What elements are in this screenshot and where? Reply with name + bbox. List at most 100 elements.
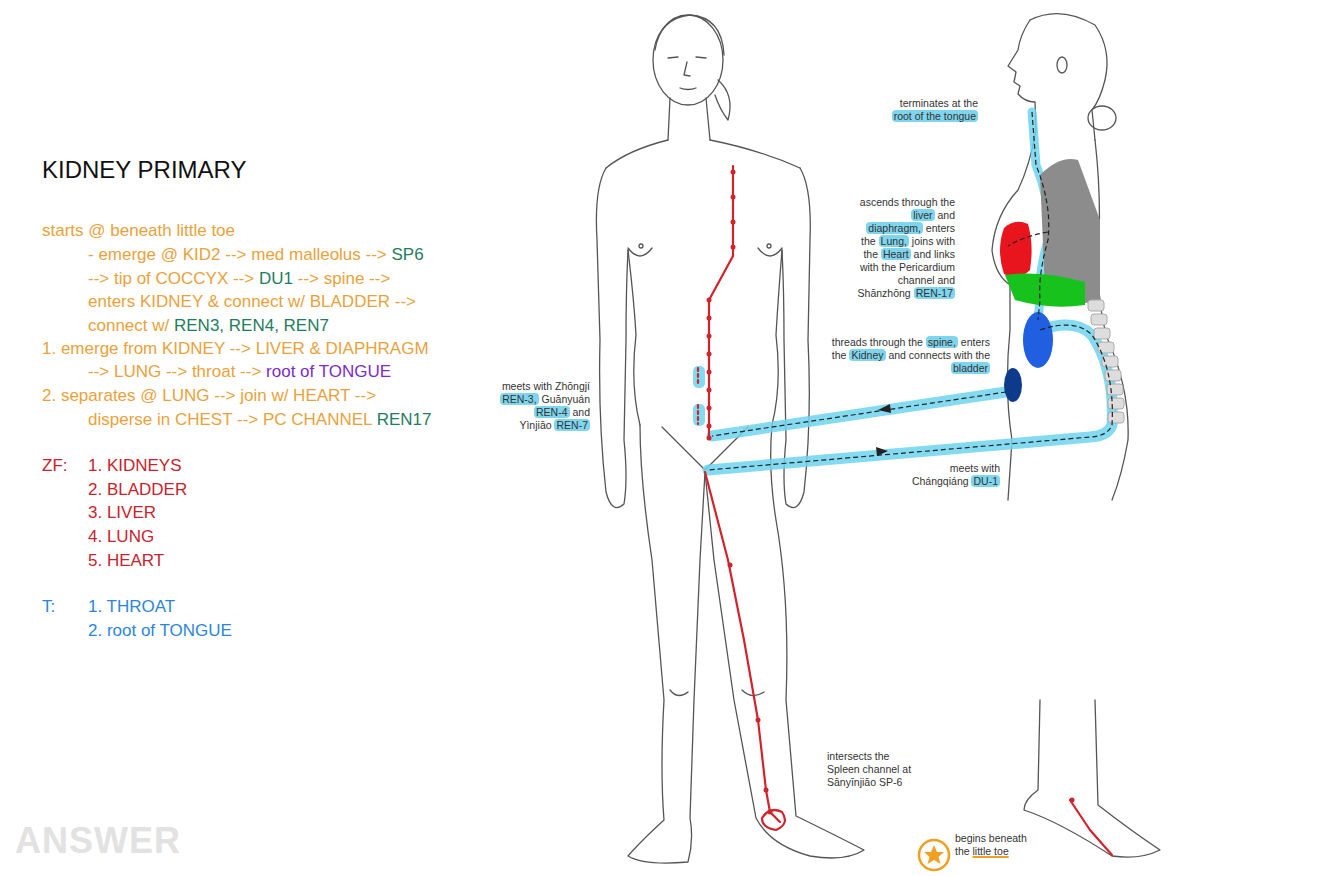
watermark: ANSWER xyxy=(15,820,181,862)
organ-part xyxy=(1005,274,1085,307)
note-text: 2. separates @ LUNG --> join w/ HEART --… xyxy=(42,386,376,405)
note-line: connect w/ REN3, REN4, REN7 xyxy=(88,316,329,336)
callout-note: terminates at the root of the tongue xyxy=(868,97,978,123)
note-text: 4. LUNG xyxy=(88,527,154,546)
spine-vertebra-part xyxy=(1107,384,1123,395)
callout-note: threads through the spine, enters the Ki… xyxy=(825,336,990,375)
callout-note: ascends through the liver and diaphragm,… xyxy=(855,196,955,300)
note-text: --> tip of COCCYX --> xyxy=(88,269,254,288)
front-figure xyxy=(596,15,864,863)
highlight-term: Kidney xyxy=(849,349,885,361)
acupoint-dot-part xyxy=(707,370,712,375)
callout-text: meets with Zhōngjí xyxy=(502,380,590,392)
start-icon-part xyxy=(919,840,949,870)
highlight-term: Heart xyxy=(881,248,911,260)
front-figure-part xyxy=(715,80,730,120)
acupoint-dot xyxy=(707,170,1075,815)
highlight-term: spine, xyxy=(926,336,958,348)
note-line: --> tip of COCCYX --> DU1 --> spine --> xyxy=(88,269,390,289)
callout-text: threads through the xyxy=(832,336,923,348)
highlight-term: DU-1 xyxy=(971,475,1000,487)
front-figure-part xyxy=(628,248,782,256)
note-text: enters KIDNEY & connect w/ BLADDER --> xyxy=(88,292,416,311)
callout-note: intersects the Spleen channel at Sānyīnj… xyxy=(827,750,922,789)
callout-text: Guānyuán xyxy=(542,393,590,405)
kidney-channel xyxy=(698,166,1112,855)
highlight-term: bladder xyxy=(951,362,990,374)
side-figure-part xyxy=(1024,700,1160,857)
start-icon xyxy=(919,840,949,870)
front-figure-part xyxy=(628,425,705,863)
note-text: SP6 xyxy=(392,245,424,264)
acupoint-dot-part xyxy=(731,170,736,175)
front-figure-part xyxy=(684,62,690,76)
spine-vertebra-part xyxy=(1091,314,1107,325)
note-line: - emerge @ KID2 --> med malleolus --> SP… xyxy=(88,245,424,265)
callout-note: begins beneath the little toe xyxy=(955,832,1035,858)
spine-vertebra-part xyxy=(1108,398,1124,409)
acupoint-dot-part xyxy=(707,352,712,357)
acupoint-dot-part xyxy=(707,334,712,339)
callout-text: and xyxy=(937,209,955,221)
note-text: T: xyxy=(42,597,55,616)
front-figure-part xyxy=(767,244,771,248)
channel-band-part xyxy=(712,392,1006,436)
note-line: 2. separates @ LUNG --> join w/ HEART --… xyxy=(42,386,376,406)
front-figure-part xyxy=(596,168,628,508)
note-line: 2. BLADDER xyxy=(88,480,187,500)
acupoint-dot-part xyxy=(707,316,712,321)
note-text: 5. HEART xyxy=(88,551,164,570)
acupoint-dot-part xyxy=(707,424,712,429)
front-figure-part xyxy=(670,690,764,696)
acupoint-dot-part xyxy=(707,436,712,441)
pathway-arrowhead-part xyxy=(876,447,888,456)
spine-vertebra-part xyxy=(1088,300,1104,311)
front-figure-part xyxy=(639,244,643,248)
acupoint-dot-part xyxy=(756,718,761,723)
note-text: DU1 xyxy=(259,269,293,288)
note-text: disperse in CHEST --> PC CHANNEL xyxy=(88,410,372,429)
note-text: 2. BLADDER xyxy=(88,480,187,499)
kidney-channel-part xyxy=(762,810,785,830)
front-figure-part xyxy=(655,15,724,55)
note-line: 5. HEART xyxy=(88,551,164,571)
note-text: 2. root of TONGUE xyxy=(88,621,232,640)
front-figure-part xyxy=(705,425,864,858)
acupoint-dot-part xyxy=(768,810,773,815)
note-text: ZF: xyxy=(42,456,68,475)
note-text: connect w/ xyxy=(88,316,169,335)
callout-note: meets with Chángqiáng DU-1 xyxy=(900,462,1000,488)
spine-vertebra xyxy=(1088,300,1124,423)
pathway-dash-part xyxy=(1032,112,1049,320)
front-figure-part xyxy=(653,15,723,105)
acupoint-dot-part xyxy=(731,195,736,200)
acupoint-dot-part xyxy=(728,563,733,568)
note-text: REN3, REN4, REN7 xyxy=(174,316,329,335)
acupoint-dot-part xyxy=(1070,798,1075,803)
front-figure-part xyxy=(680,88,696,90)
callout-text: intersects the Spleen channel at Sānyīnj… xyxy=(827,750,911,788)
note-text: --> LUNG --> throat --> xyxy=(88,362,261,381)
note-line: 4. LUNG xyxy=(88,527,154,547)
front-figure-part xyxy=(628,250,640,425)
acupoint-dot-part xyxy=(707,406,712,411)
pathway-arrowhead-part xyxy=(878,404,891,413)
highlight-term: REN-17 xyxy=(914,287,955,299)
front-figure-part xyxy=(668,98,710,140)
acupoint-dot-part xyxy=(731,245,736,250)
note-text: root of TONGUE xyxy=(266,362,391,381)
pathway-dash xyxy=(708,112,1112,470)
kidney-channel-part xyxy=(1070,800,1112,855)
side-figure-part xyxy=(1057,57,1067,73)
pathway-dash-part xyxy=(708,325,1112,470)
kidney-channel-part xyxy=(709,166,733,438)
note-line: --> LUNG --> throat --> root of TONGUE xyxy=(88,362,391,382)
spine-vertebra-part xyxy=(1094,328,1110,339)
note-text: starts @ beneath little toe xyxy=(42,221,235,240)
organ-part xyxy=(1004,368,1022,402)
channel-band xyxy=(708,112,1112,470)
highlight-term: liver xyxy=(911,209,934,221)
organ-part xyxy=(1023,312,1053,368)
acupoint-dot-part xyxy=(707,298,712,303)
